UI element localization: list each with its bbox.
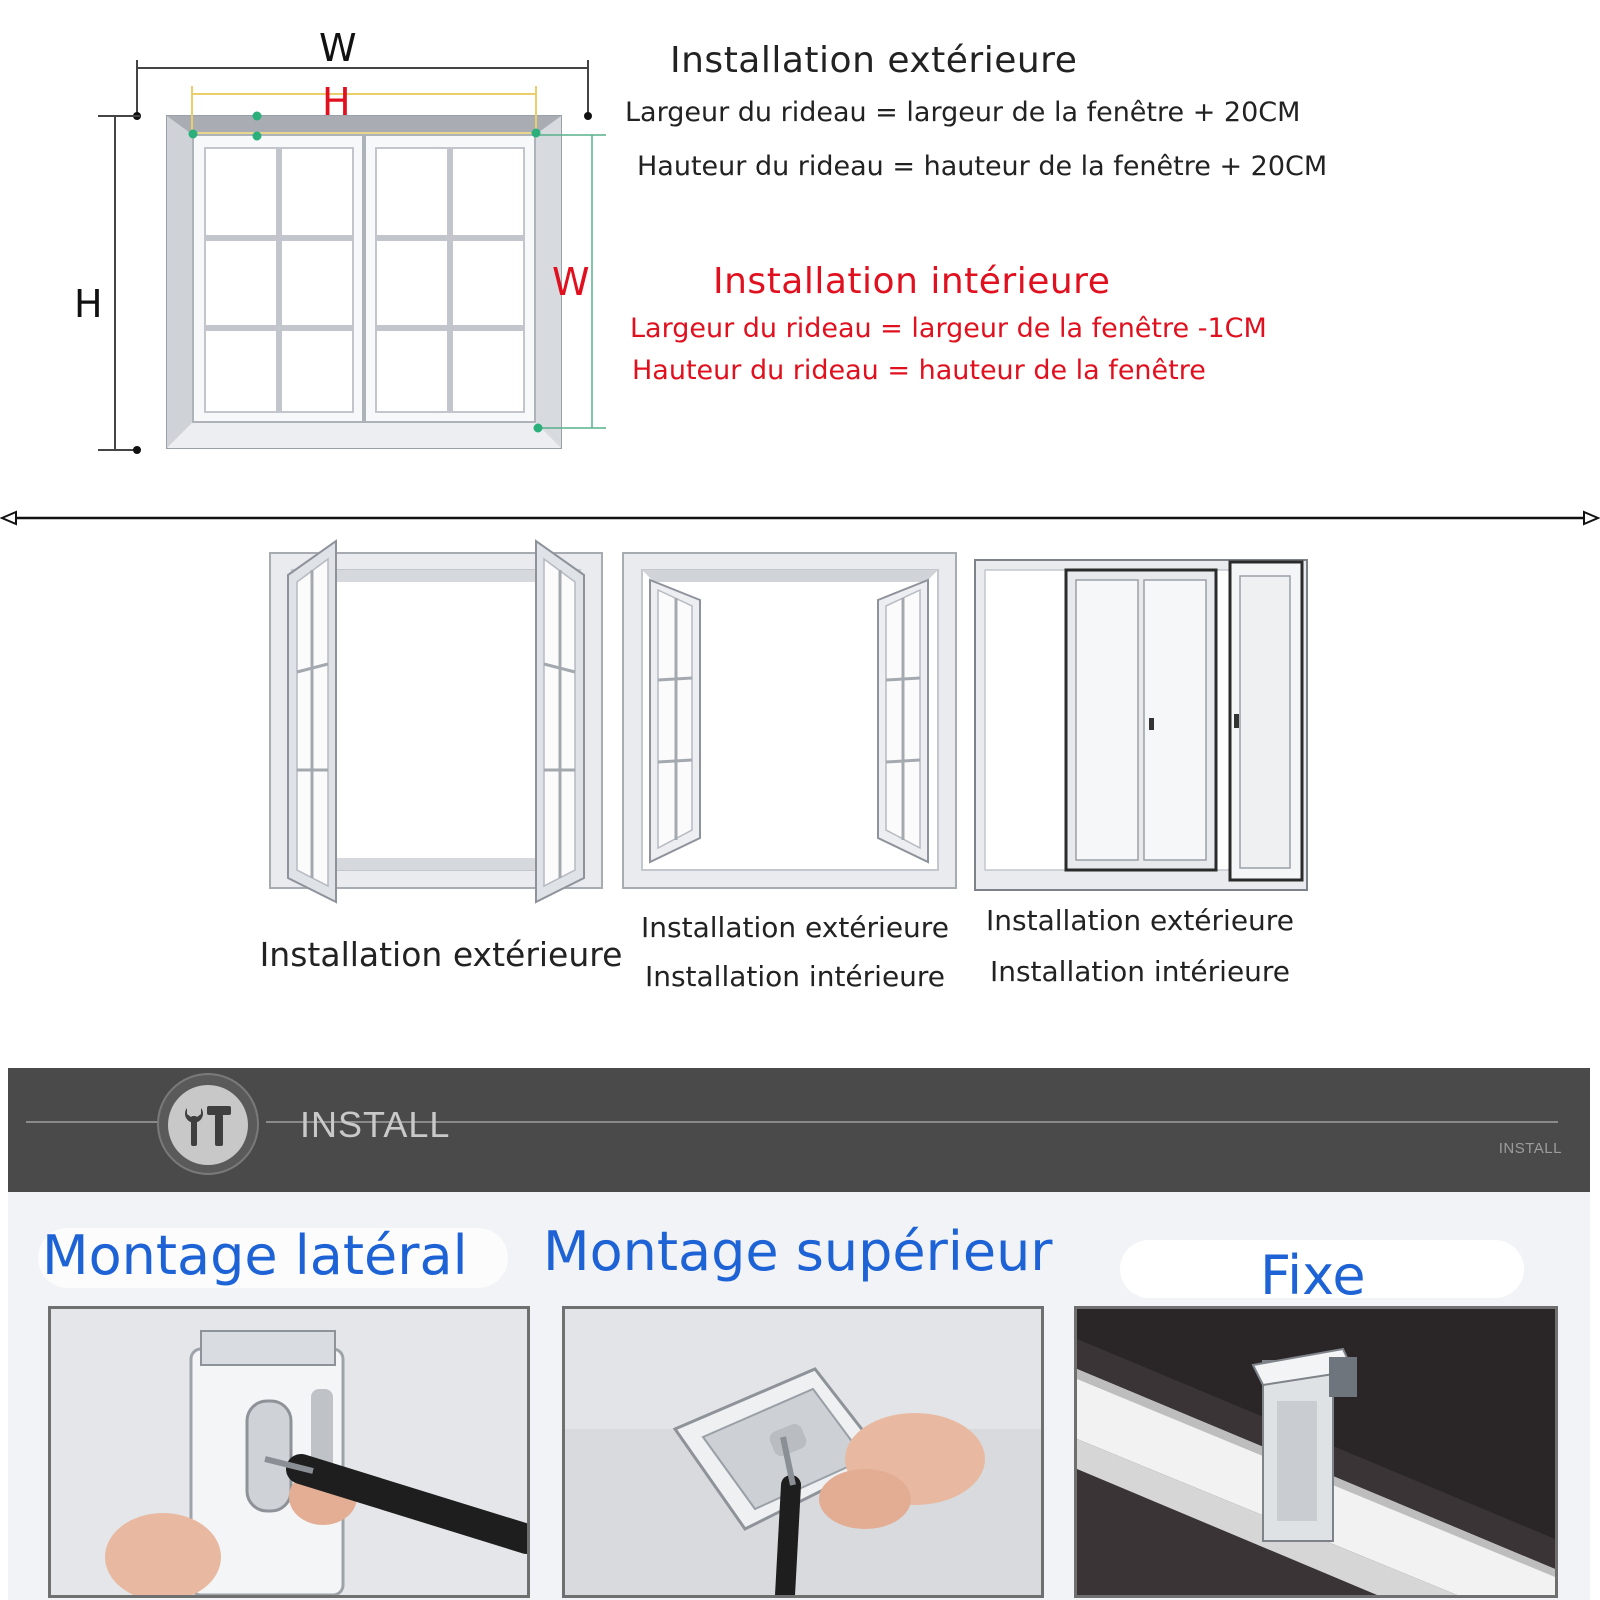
outer-width-label: W xyxy=(319,26,357,70)
top-mount-label: Montage supérieur xyxy=(543,1220,1053,1283)
inside-width-formula: Largeur du rideau = largeur de la fenêtr… xyxy=(630,313,1267,344)
inside-height-formula: Hauteur du rideau = hauteur de la fenêtr… xyxy=(632,355,1206,386)
top-mount-illustration xyxy=(565,1309,1041,1595)
fixed-mount-label: Fixe xyxy=(1260,1244,1366,1307)
fixed-mount-illustration xyxy=(1077,1309,1555,1595)
inside-install-title: Installation intérieure xyxy=(713,261,1111,302)
window-measure-drawing xyxy=(0,60,1600,526)
outer-height-label: H xyxy=(74,282,103,326)
window-type-3-caption-ext: Installation extérieure xyxy=(986,904,1294,937)
top-mount-photo xyxy=(562,1306,1044,1598)
install-banner: INSTALL INSTALL xyxy=(8,1068,1590,1192)
outside-height-formula: Hauteur du rideau = hauteur de la fenêtr… xyxy=(637,151,1328,182)
lateral-mount-illustration xyxy=(51,1309,527,1595)
casement-window-image xyxy=(269,539,603,904)
window-type-3-caption-int: Installation intérieure xyxy=(989,955,1291,988)
fixe-label-backdrop xyxy=(1120,1240,1524,1298)
inward-casement-window-image xyxy=(622,552,957,889)
lateral-mount-label: Montage latéral xyxy=(42,1224,468,1287)
outside-width-formula: Largeur du rideau = largeur de la fenêtr… xyxy=(625,97,1301,128)
mount-methods-section: Montage latéral Montage supérieur Fixe xyxy=(8,1192,1590,1600)
sliding-window-image xyxy=(974,559,1308,891)
fixed-mount-photo xyxy=(1074,1306,1558,1598)
lateral-mount-photo xyxy=(48,1306,530,1598)
install-banner-small-label: INSTALL xyxy=(1498,1140,1562,1157)
window-type-2-caption-ext: Installation extérieure xyxy=(641,911,949,944)
outside-install-title: Installation extérieure xyxy=(670,40,1078,81)
inner-height-label: H xyxy=(322,80,351,124)
install-banner-label: INSTALL xyxy=(300,1104,451,1145)
window-type-1-caption: Installation extérieure xyxy=(259,935,623,974)
lateral-label-backdrop xyxy=(38,1228,508,1288)
window-type-2-caption-int: Installation intérieure xyxy=(644,960,946,993)
tools-icon xyxy=(168,1085,248,1165)
inner-width-label: W xyxy=(552,260,590,304)
window-types-drawing xyxy=(269,539,1308,904)
